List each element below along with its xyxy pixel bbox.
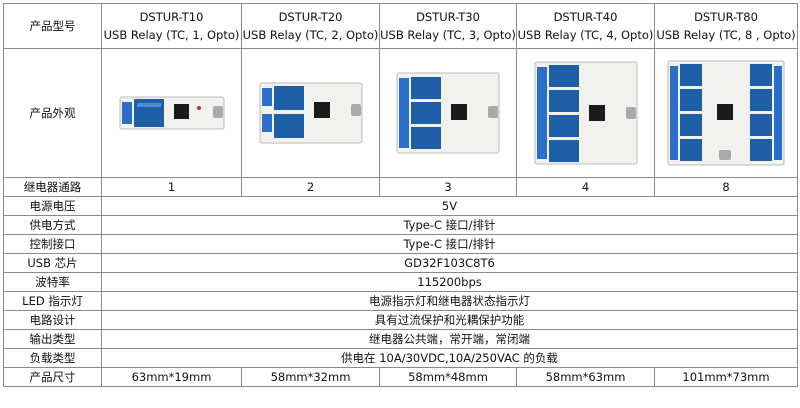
size-row: 产品尺寸 63mm*19mm 58mm*32mm 58mm*48mm 58mm*… [3,367,798,387]
output-label: 输出类型 [3,329,102,349]
led-row: LED 指示灯 电源指示灯和继电器状态指示灯 [3,291,798,311]
relay-channels-row: 继电器通路 1 2 3 4 8 [3,177,798,197]
led-label: LED 指示灯 [3,291,102,311]
model-desc: USB Relay (TC, 4, Opto) [517,28,654,42]
product-photo-t20 [241,48,380,178]
appearance-row: 产品外观 [3,48,798,178]
relay-count: 1 [101,177,242,197]
product-size: 58mm*32mm [241,367,380,387]
product-photo-t10 [101,48,242,178]
control-interface-value: Type-C 接口/排针 [101,234,798,254]
model-label: 产品型号 [3,3,102,49]
relay-count: 8 [654,177,798,197]
baud-rate-label: 波特率 [3,272,102,292]
product-size: 63mm*19mm [101,367,242,387]
usb-chip-label: USB 芯片 [3,253,102,273]
usb-chip-row: USB 芯片 GD32F103C8T6 [3,253,798,273]
baud-rate-row: 波特率 115200bps [3,272,798,292]
product-size: 58mm*48mm [379,367,517,387]
model-name: DSTUR-T20 [278,10,343,24]
product-photo-t30 [379,48,517,178]
product-photo-t40 [516,48,655,178]
output-row: 输出类型 继电器公共端，常开端，常闭端 [3,329,798,349]
product-size: 101mm*73mm [654,367,798,387]
relay-board-2ch-image [259,82,362,144]
power-supply-value: Type-C 接口/排针 [101,215,798,235]
circuit-row: 电路设计 具有过流保护和光耦保护功能 [3,310,798,330]
relay-channels-label: 继电器通路 [3,177,102,197]
model-name: DSTUR-T80 [694,10,758,24]
product-size: 58mm*63mm [516,367,655,387]
relay-count: 4 [516,177,655,197]
product-photo-t80 [654,48,798,178]
model-desc: USB Relay (TC, 2, Opto) [242,28,379,42]
relay-board-4ch-image [534,61,637,165]
load-value: 供电在 10A/30VDC,10A/250VAC 的负载 [101,348,798,368]
load-label: 负载类型 [3,348,102,368]
led-value: 电源指示灯和继电器状态指示灯 [101,291,798,311]
model-name: DSTUR-T10 [139,10,204,24]
control-interface-label: 控制接口 [3,234,102,254]
baud-rate-value: 115200bps [101,272,798,292]
relay-count: 2 [241,177,380,197]
usb-chip-value: GD32F103C8T6 [101,253,798,273]
model-desc: USB Relay (TC, 8 , Opto) [656,28,796,42]
model-desc: USB Relay (TC, 1, Opto) [103,28,240,42]
relay-board-8ch-image [667,60,785,166]
model-name: DSTUR-T30 [416,10,480,24]
model-name: DSTUR-T40 [553,10,618,24]
power-supply-label: 供电方式 [3,215,102,235]
circuit-value: 具有过流保护和光耦保护功能 [101,310,798,330]
circuit-label: 电路设计 [3,310,102,330]
size-label: 产品尺寸 [3,367,102,387]
power-supply-row: 供电方式 Type-C 接口/排针 [3,215,798,235]
model-desc: USB Relay (TC, 3, Opto) [380,28,516,42]
relay-board-3ch-image [396,72,500,154]
relay-board-1ch-image [119,96,224,130]
appearance-label: 产品外观 [3,48,102,178]
voltage-value: 5V [101,196,798,216]
voltage-row: 电源电压 5V [3,196,798,216]
relay-count: 3 [379,177,517,197]
control-interface-row: 控制接口 Type-C 接口/排针 [3,234,798,254]
output-value: 继电器公共端，常开端，常闭端 [101,329,798,349]
load-row: 负载类型 供电在 10A/30VDC,10A/250VAC 的负载 [3,348,798,368]
voltage-label: 电源电压 [3,196,102,216]
